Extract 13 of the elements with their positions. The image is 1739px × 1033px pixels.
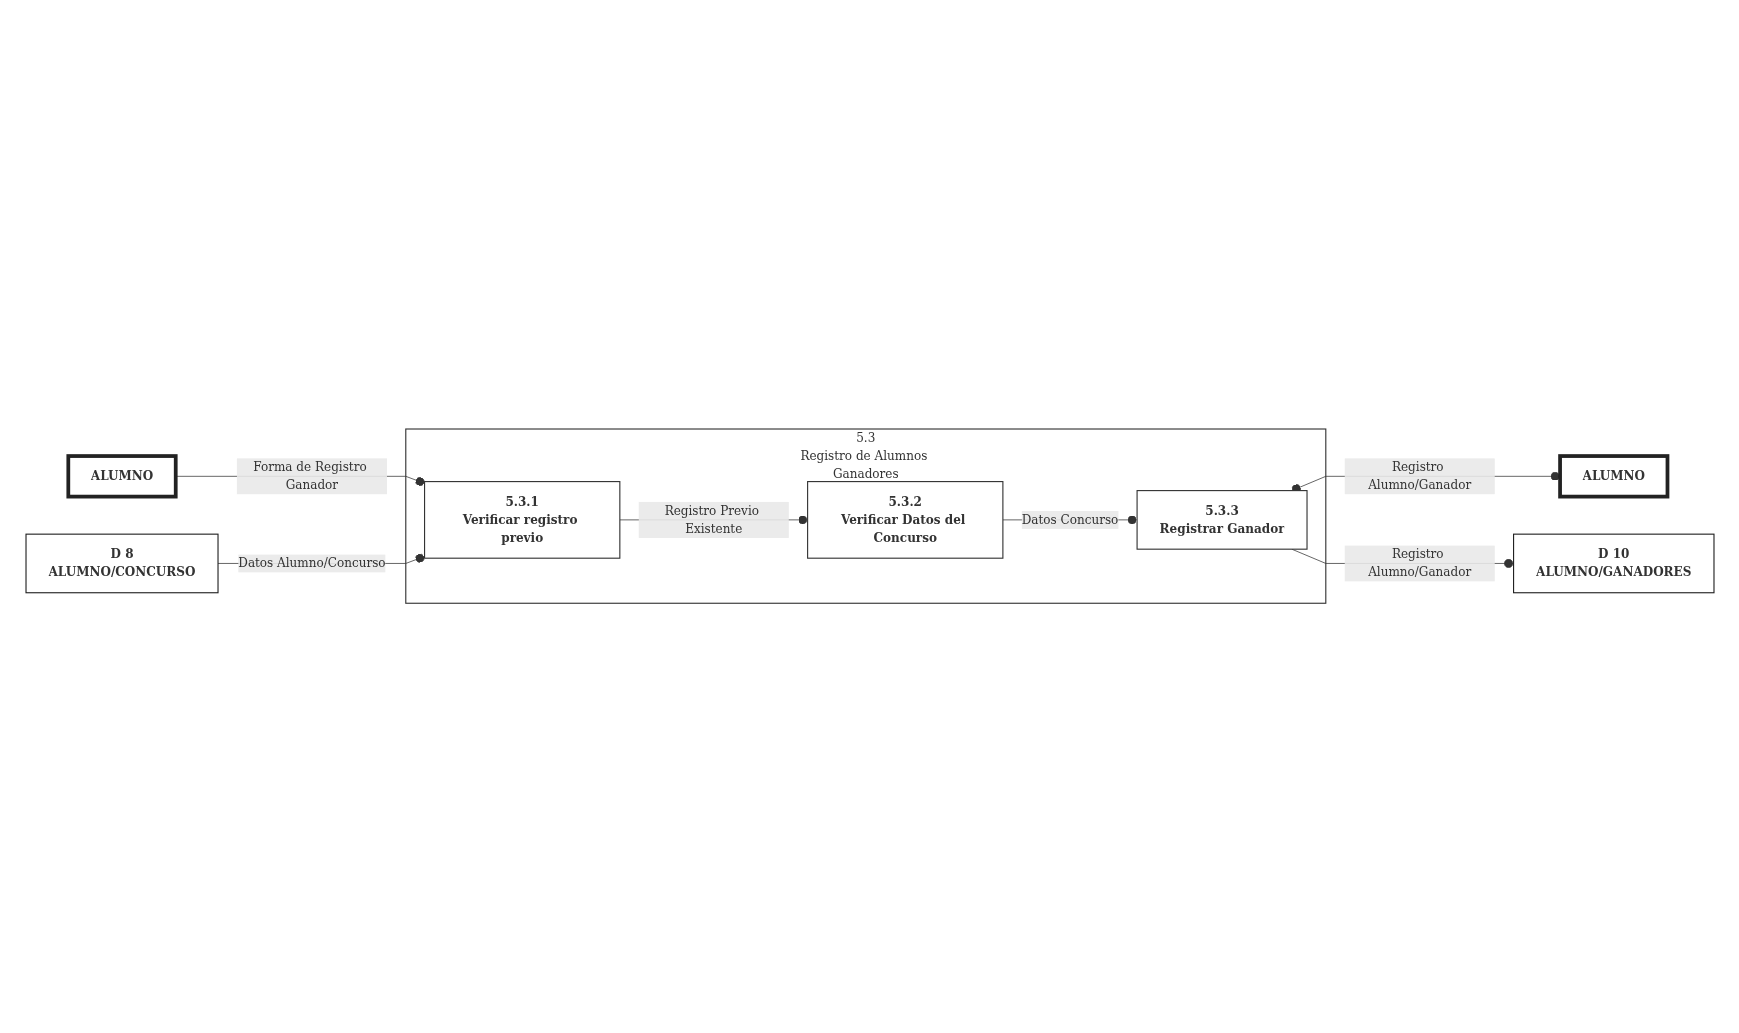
node-box: 5.3.3 Registrar Ganador <box>1136 490 1308 551</box>
edge-label: Registro Alumno/Ganador <box>1367 547 1471 580</box>
node-box: ALUMNO <box>65 454 178 499</box>
edge-label: Datos Alumno/Concurso <box>237 556 386 571</box>
node-box: 5.3.2 Verificar Datos del Concurso <box>806 481 1003 560</box>
node-box: 5.3.1 Verificar registro previo <box>423 481 620 560</box>
node-box: D 8 ALUMNO/CONCURSO <box>24 533 219 594</box>
edge-label: Registro Previo Existente <box>664 503 759 537</box>
edge-label: Forma de Registro Ganador <box>252 460 367 493</box>
node-box: ALUMNO <box>1557 454 1669 499</box>
node-box: D 10 ALUMNO/GANADORES <box>1512 533 1715 594</box>
edge-label: Registro Alumno/Ganador <box>1367 460 1471 493</box>
edge-label: Datos Concurso <box>1021 512 1118 528</box>
